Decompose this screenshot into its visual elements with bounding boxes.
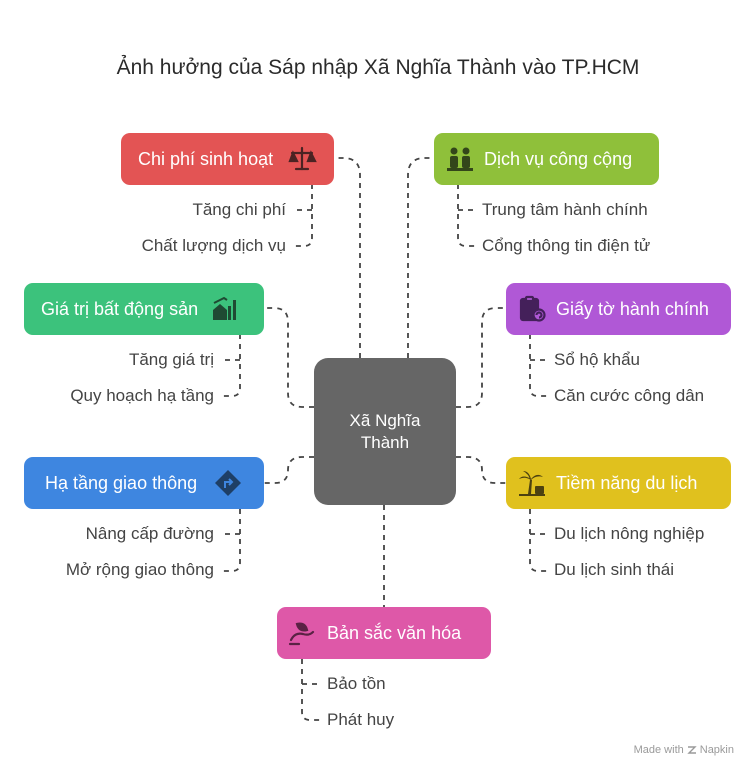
cost-item-2: Chất lượng dịch vụ — [141, 236, 286, 255]
documents-item-1: Sổ hộ khẩu — [554, 350, 641, 369]
node-real-estate: Giá trị bất động sản — [24, 283, 264, 335]
node-tourism-label: Tiềm năng du lịch — [556, 472, 698, 493]
node-documents-label: Giấy tờ hành chính — [556, 298, 709, 319]
connector-tourism — [456, 456, 506, 484]
node-transport-label: Hạ tầng giao thông — [45, 472, 198, 493]
connector-transport — [264, 456, 314, 484]
node-public-service: Dịch vụ công cộng — [434, 133, 659, 185]
footer-brand: Napkin — [699, 744, 734, 756]
culture-item-2: Phát huy — [327, 710, 395, 729]
cost-item-1: Tăng chi phí — [192, 200, 286, 219]
tourism-item-1: Du lịch nông nghiệp — [554, 524, 705, 543]
center-line-1: Xã Nghĩa — [349, 410, 421, 430]
transport-item-1: Nâng cấp đường — [85, 524, 214, 543]
node-cost-label: Chi phí sinh hoạt — [138, 148, 274, 169]
public-service-item-2: Cổng thông tin điện tử — [482, 236, 651, 255]
transport-item-2: Mở rộng giao thông — [65, 560, 214, 579]
road-sign-icon — [213, 468, 243, 498]
tourism-item-2: Du lịch sinh thái — [554, 560, 675, 579]
diagram-title: Ảnh hưởng của Sáp nhập Xã Nghĩa Thành và… — [116, 56, 640, 79]
node-tourism: Tiềm năng du lịch — [506, 457, 731, 509]
connector-public-service — [407, 157, 434, 358]
balance-scale-icon — [287, 144, 317, 174]
node-documents: Giấy tờ hành chính — [506, 283, 731, 335]
napkin-logo-icon — [687, 746, 697, 754]
clipboard-refresh-icon — [517, 294, 547, 324]
footer-credit: Made with Napkin — [634, 744, 734, 756]
node-cost-of-living: Chi phí sinh hoạt — [121, 133, 334, 185]
node-public-service-label: Dịch vụ công cộng — [484, 148, 633, 169]
public-service-item-1: Trung tâm hành chính — [482, 200, 648, 219]
real-estate-item-2: Quy hoạch hạ tầng — [70, 386, 214, 405]
center-node: Xã Nghĩa Thành — [314, 358, 456, 505]
palm-tree-icon — [517, 468, 547, 498]
node-transport: Hạ tầng giao thông — [24, 457, 264, 509]
connector-real-estate — [264, 307, 314, 408]
house-chart-icon — [210, 294, 240, 324]
culture-item-1: Bảo tồn — [327, 674, 386, 693]
connector-cost — [334, 157, 361, 358]
node-real-estate-label: Giá trị bất động sản — [41, 298, 199, 319]
leaf-hand-icon — [287, 618, 317, 648]
node-culture-label: Bản sắc văn hóa — [327, 622, 462, 643]
center-line-2: Thành — [360, 432, 410, 452]
real-estate-item-1: Tăng giá trị — [128, 350, 214, 369]
people-service-icon — [445, 144, 475, 174]
footer-made-with: Made with — [633, 744, 684, 756]
documents-item-2: Căn cước công dân — [554, 386, 705, 405]
connector-documents — [456, 307, 506, 408]
node-culture: Bản sắc văn hóa — [277, 607, 491, 659]
